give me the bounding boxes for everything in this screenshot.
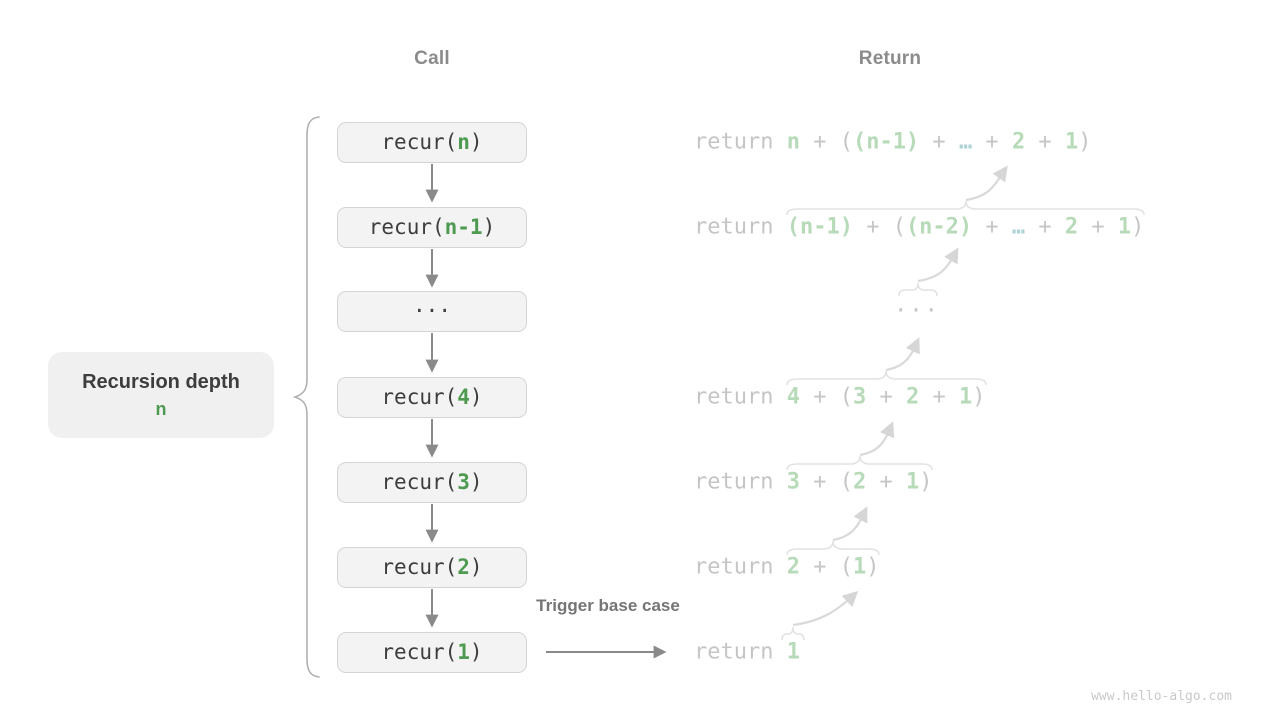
text-segment: … [958, 129, 973, 155]
call-box: ··· [337, 290, 527, 332]
text-segment: 2 [905, 384, 920, 410]
call-box: recur(n-1) [337, 206, 527, 248]
text-segment: 2 [1064, 214, 1079, 240]
return-flow-arrow [965, 165, 1008, 202]
return-flow-arrow [885, 337, 920, 372]
text-segment: return [694, 554, 787, 580]
return-expression: return 1 [694, 640, 800, 665]
trigger-base-case-label: Trigger base case [536, 596, 680, 615]
text-segment: 1 [852, 554, 867, 580]
text-segment: return [694, 384, 787, 410]
return-flow-arrow [917, 247, 959, 283]
text-segment: n-1 [444, 215, 483, 239]
call-box: recur(4) [337, 376, 527, 418]
call-box: recur(2) [337, 546, 527, 588]
depth-label-title: Recursion depth [82, 370, 240, 393]
text-segment: + ( [852, 214, 906, 240]
text-segment: return [694, 639, 787, 665]
text-segment: + [972, 214, 1012, 240]
text-segment: ) [469, 640, 483, 664]
call-box: recur(3) [337, 461, 527, 503]
text-segment: recur( [368, 215, 445, 239]
overbrace-row-4 [786, 370, 987, 386]
text-segment: 1 [1117, 214, 1132, 240]
return-expression: return (n-1) + ((n-2) + … + 2 + 1) [694, 215, 1144, 240]
text-segment: ) [866, 554, 880, 580]
text-segment: + [919, 384, 959, 410]
text-segment: 3 [786, 469, 800, 495]
text-segment: 4 [457, 385, 470, 409]
text-segment: 2 [786, 554, 800, 580]
text-segment: return [694, 214, 787, 240]
call-box: recur(1) [337, 631, 527, 673]
text-segment: + ( [799, 129, 853, 155]
return-expression: return 2 + (1) [694, 555, 879, 580]
text-segment: 3 [457, 470, 470, 494]
text-segment: 2 [1011, 129, 1026, 155]
text-segment: ) [1078, 129, 1092, 155]
text-segment: ) [482, 215, 496, 239]
text-segment: recur( [381, 470, 458, 494]
text-segment: recur( [381, 640, 458, 664]
text-segment: 1 [786, 639, 800, 665]
text-segment: (n-1) [852, 129, 920, 155]
return-flow-arrow [792, 590, 859, 627]
text-segment: + [1078, 214, 1118, 240]
text-segment: + [919, 129, 959, 155]
overbrace-row-7 [781, 626, 805, 641]
overbrace-row-2 [786, 200, 1145, 216]
text-segment: 1 [905, 469, 920, 495]
text-segment: 2 [457, 555, 470, 579]
return-flow-arrow [832, 506, 868, 542]
text-segment: (n-1) [786, 214, 853, 240]
text-segment: ··· [894, 298, 940, 324]
overbrace-row-3 [898, 282, 938, 297]
recursion-depth-label: Recursion depth n [48, 352, 274, 438]
text-segment: + ( [799, 384, 853, 410]
text-segment: (n-2) [905, 214, 973, 240]
text-segment: + [866, 384, 906, 410]
text-segment: recur( [381, 130, 458, 154]
text-segment: + [1025, 129, 1065, 155]
big-curly-brace [292, 116, 320, 678]
text-segment: return [694, 129, 787, 155]
call-box: recur(n) [337, 121, 527, 163]
text-segment: + ( [799, 469, 853, 495]
text-segment: ) [469, 470, 483, 494]
text-segment: + [866, 469, 906, 495]
text-segment: 1 [958, 384, 973, 410]
call-column-header: Call [414, 48, 450, 69]
text-segment: recur( [381, 555, 458, 579]
text-segment: recur( [381, 385, 458, 409]
overbrace-row-5 [786, 455, 933, 471]
text-segment: ) [1131, 214, 1145, 240]
text-segment: 2 [852, 469, 867, 495]
return-column-header: Return [858, 48, 922, 69]
text-segment: 1 [457, 640, 470, 664]
text-segment: n [457, 130, 470, 154]
text-segment: + [1025, 214, 1065, 240]
return-expression: return 4 + (3 + 2 + 1) [694, 385, 985, 410]
text-segment: ) [919, 469, 933, 495]
overbrace-row-6 [786, 540, 880, 556]
text-segment: ) [469, 385, 483, 409]
text-segment: … [1011, 214, 1026, 240]
return-expression: return 3 + (2 + 1) [694, 470, 932, 495]
text-segment: + [972, 129, 1012, 155]
text-segment: 4 [786, 384, 800, 410]
text-segment: 3 [852, 384, 867, 410]
return-expression: ··· [894, 299, 940, 324]
text-segment: ) [469, 130, 483, 154]
text-segment: ··· [413, 299, 451, 323]
text-segment: n [786, 129, 800, 155]
return-expression: return n + ((n-1) + … + 2 + 1) [694, 130, 1091, 155]
text-segment: ) [972, 384, 986, 410]
watermark: www.hello-algo.com [1091, 689, 1232, 704]
return-flow-arrow [859, 421, 895, 457]
text-segment: 1 [1064, 129, 1079, 155]
depth-label-value: n [155, 398, 167, 419]
text-segment: ) [469, 555, 483, 579]
text-segment: return [694, 469, 787, 495]
text-segment: + ( [799, 554, 853, 580]
